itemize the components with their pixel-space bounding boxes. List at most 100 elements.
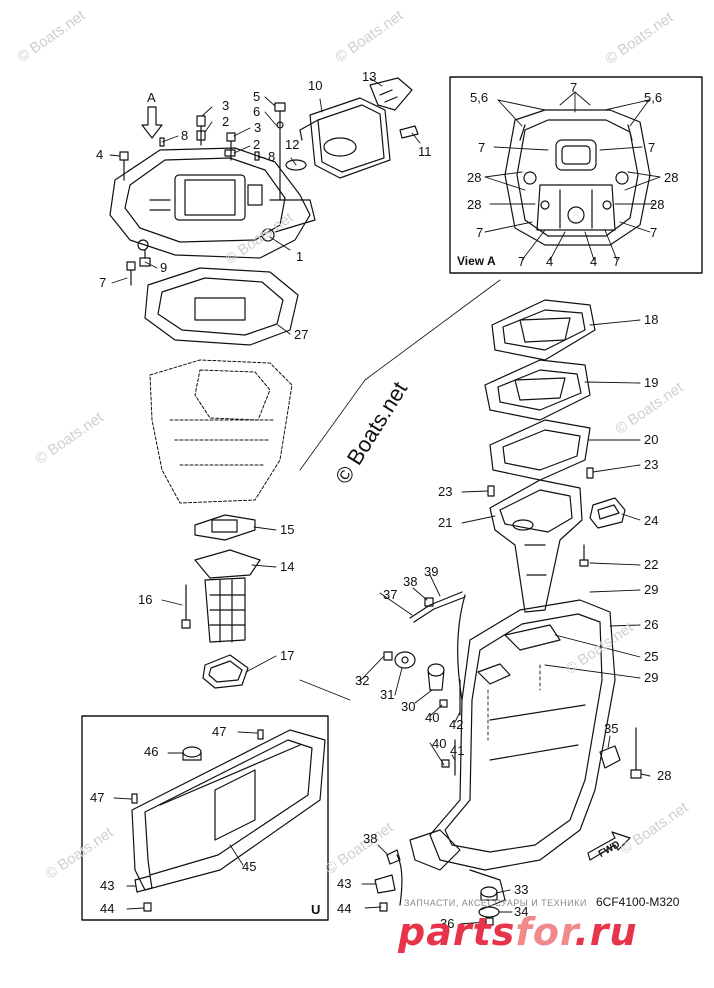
bolt-36 <box>485 917 494 926</box>
upper-casing-part <box>109 147 316 259</box>
part-label: 3 <box>254 120 262 135</box>
grommet-33 <box>480 886 498 901</box>
part-label: 38 <box>403 574 418 589</box>
part-label: 27 <box>294 327 309 342</box>
part-label: 17 <box>280 648 295 663</box>
part-label: 12 <box>285 137 300 152</box>
part-label: 37 <box>383 587 398 602</box>
part-label: 44 <box>337 901 352 916</box>
view-arrow-label: A <box>147 90 156 105</box>
part-label: 29 <box>644 670 659 685</box>
inset-u-frame <box>81 715 329 921</box>
part-label: 20 <box>644 432 659 447</box>
bracket-35 <box>599 745 621 769</box>
view-a-label: 7 <box>650 225 658 240</box>
gasket-20 <box>489 419 591 481</box>
part-label: 45 <box>242 859 257 874</box>
part-label: 35 <box>604 721 619 736</box>
part-label: 34 <box>514 904 529 919</box>
part-label: 47 <box>212 724 227 739</box>
part-label: 29 <box>644 582 659 597</box>
pin-23-left <box>487 485 495 497</box>
part-label: 2 <box>222 114 230 129</box>
part-label: 13 <box>362 69 377 84</box>
fwd-arrow <box>587 831 631 861</box>
part-label: 40 <box>425 710 440 725</box>
view-a-label: 5,6 <box>644 90 663 105</box>
view-a-part <box>504 109 651 246</box>
part-label: 26 <box>644 617 659 632</box>
part-label: 39 <box>424 564 439 579</box>
clamp-31 <box>394 651 416 669</box>
part-label: 32 <box>355 673 370 688</box>
part-label: 9 <box>160 260 168 275</box>
pins-47 <box>131 729 264 804</box>
part-label: 15 <box>280 522 295 537</box>
part-label: 21 <box>438 515 453 530</box>
inset-u-label: U <box>311 902 321 917</box>
shop-caption: ЗАПЧАСТИ, АКСЕССУАРЫ И ТЕХНИКИ <box>404 898 587 908</box>
part-label: 14 <box>280 559 295 574</box>
engine-block-phantom <box>149 359 293 504</box>
part-label: 40 <box>432 736 447 751</box>
part-label: 43 <box>100 878 115 893</box>
view-a-label: 28 <box>650 197 665 212</box>
part-label: 16 <box>138 592 153 607</box>
part-label: 19 <box>644 375 659 390</box>
part-label: 25 <box>644 649 659 664</box>
part-label: 31 <box>380 687 395 702</box>
part-label: 23 <box>438 484 453 499</box>
view-a-label: 7 <box>478 140 486 155</box>
exhaust-manifold-21 <box>489 479 583 613</box>
bolt-22 <box>579 544 589 567</box>
part-label: 1 <box>296 249 304 264</box>
grommet-30 <box>427 663 445 691</box>
fasteners-bottom-middle <box>374 849 403 912</box>
part-label: 18 <box>644 312 659 327</box>
part-label: 41 <box>450 743 465 758</box>
silencer-part <box>285 77 419 179</box>
view-a-label: 4 <box>546 254 554 269</box>
view-a-label: 28 <box>664 170 679 185</box>
view-a-label: 7 <box>613 254 621 269</box>
pin-23-right <box>586 467 594 479</box>
part-label: 10 <box>308 78 323 93</box>
part-label: 4 <box>96 147 104 162</box>
part-label: 28 <box>657 768 672 783</box>
view-a-title: View A <box>457 254 496 268</box>
gasket-18 <box>491 299 596 361</box>
view-a-frame <box>449 76 703 274</box>
view-a-label: 28 <box>467 197 482 212</box>
part-label: 43 <box>337 876 352 891</box>
diagram-code: 6CF4100-M320 <box>596 895 680 909</box>
part-label: 23 <box>644 457 659 472</box>
lower-cover-45 <box>131 729 326 891</box>
part-label: 30 <box>401 699 416 714</box>
bolt-32 <box>383 651 393 661</box>
part-label: 42 <box>449 717 464 732</box>
view-a-arrow <box>141 106 163 139</box>
view-a-label: 4 <box>590 254 598 269</box>
gasket-19 <box>484 359 591 421</box>
grommet-46 <box>182 746 202 761</box>
part-label: 33 <box>514 882 529 897</box>
part-label: 8 <box>181 128 189 143</box>
part-label: 11 <box>418 144 432 159</box>
part-label: 22 <box>644 557 659 572</box>
view-a-label: 5,6 <box>470 90 489 105</box>
view-a-label: 7 <box>518 254 526 269</box>
gasket-15 <box>194 514 256 541</box>
bolt-16 <box>181 584 191 629</box>
part-label: 7 <box>99 275 107 290</box>
part-label: 5 <box>253 89 261 104</box>
part-label: 47 <box>90 790 105 805</box>
part-label: 8 <box>268 149 276 164</box>
fasteners-43-44 <box>134 875 153 912</box>
logo-text-b: for <box>515 910 575 954</box>
part-label: 6 <box>253 104 261 119</box>
part-label: 2 <box>253 137 261 152</box>
partsfor-logo: partsfor.ru <box>398 910 638 970</box>
seal-24 <box>589 497 626 529</box>
